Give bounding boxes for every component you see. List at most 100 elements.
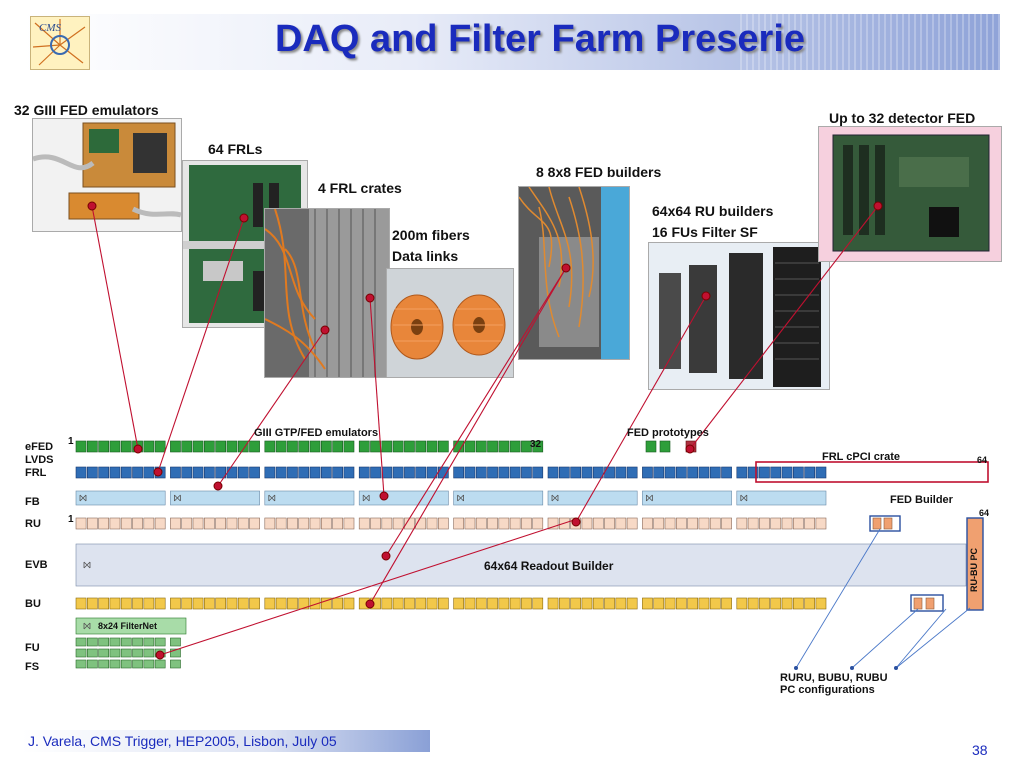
fb-switch-icon	[457, 494, 464, 502]
efed-cell	[426, 440, 438, 453]
link-dot	[701, 291, 711, 301]
ru-cell	[120, 517, 132, 530]
ru-cell	[309, 517, 321, 530]
config-pointer-dot	[850, 666, 854, 670]
bu-cell	[664, 597, 676, 610]
row-label-fs: FS	[25, 661, 40, 673]
frl-cell	[558, 466, 570, 479]
efed-cell	[87, 440, 98, 453]
frl-cell	[249, 466, 260, 479]
efed-cell	[226, 440, 238, 453]
ru-cell	[392, 517, 404, 530]
fu-cell	[120, 659, 132, 669]
efed-cell	[475, 440, 487, 453]
efed-cell	[264, 440, 276, 453]
fed-proto-cell	[659, 440, 671, 453]
readout-builder-label: 64x64 Readout Builder	[484, 559, 614, 573]
fb-switch-icon	[174, 494, 181, 502]
ru-cell	[87, 517, 98, 530]
frl-cell	[687, 466, 698, 479]
ru-cell	[781, 517, 793, 530]
fu-cell	[154, 659, 166, 669]
ru-cell	[320, 517, 332, 530]
bu-cell	[154, 597, 166, 610]
ru-cell	[626, 517, 638, 530]
bu-cell	[687, 597, 698, 610]
frl-cell	[426, 466, 438, 479]
fu-cell	[143, 648, 155, 658]
frl-cell	[521, 466, 532, 479]
bu-cell	[170, 597, 181, 610]
link-line	[157, 217, 245, 473]
ru-cell	[275, 517, 287, 530]
config-pointer-line	[895, 608, 947, 669]
link-dot	[320, 325, 330, 335]
ru-cell	[675, 517, 687, 530]
frl-cell	[170, 466, 181, 479]
link-dot	[365, 599, 375, 609]
frl-cpci-crate	[755, 461, 989, 483]
bu-cell	[237, 597, 249, 610]
bu-cell	[792, 597, 804, 610]
ru-cell	[453, 517, 465, 530]
bu-cell	[215, 597, 227, 610]
label-fed-builders: 8 8x8 FED builders	[536, 164, 662, 180]
efed-cell	[404, 440, 415, 453]
link-line	[369, 297, 385, 497]
ru-cell	[770, 517, 782, 530]
frl-cell	[392, 466, 404, 479]
efed-cell	[287, 440, 298, 453]
bu-cell	[487, 597, 498, 610]
fu-cell	[170, 637, 181, 647]
ru-cell	[75, 517, 87, 530]
fu-cell	[98, 637, 109, 647]
bu-cell	[181, 597, 193, 610]
frl-cell	[320, 466, 332, 479]
row-label-fb: FB	[25, 496, 40, 508]
fu-cell	[98, 648, 109, 658]
fb-box	[75, 490, 166, 506]
frl-cell	[653, 466, 665, 479]
ru-cell	[98, 517, 109, 530]
frl-cell	[132, 466, 143, 479]
bu-cell	[747, 597, 759, 610]
ru-cell	[487, 517, 498, 530]
fb-switch-icon	[79, 494, 87, 502]
frl-cell	[509, 466, 521, 479]
efed-cell	[332, 440, 344, 453]
rubu-pc-box	[966, 517, 984, 611]
fu-cell	[143, 637, 155, 647]
label-fibers: 200m fibers	[392, 227, 470, 243]
photo-detector-fed	[818, 126, 1002, 262]
ru-cell	[249, 517, 260, 530]
bu-highlight-cell	[925, 597, 935, 610]
efed-cell	[120, 440, 132, 453]
frl-cell	[109, 466, 121, 479]
bu-cell	[604, 597, 615, 610]
link-dot	[685, 444, 695, 454]
ru-cell	[604, 517, 615, 530]
frl-cell	[615, 466, 627, 479]
filternet-label: 8x24 FilterNet	[98, 621, 158, 631]
frl-cell	[581, 466, 593, 479]
ru-cell	[298, 517, 310, 530]
fu-cell	[120, 637, 132, 647]
ru-cell	[547, 517, 559, 530]
bu-cell	[98, 597, 109, 610]
frl-cell	[264, 466, 276, 479]
link-dot	[571, 517, 581, 527]
fu-cell	[143, 659, 155, 669]
bu-cell	[453, 597, 465, 610]
efed-cell	[521, 440, 532, 453]
bu-cell	[109, 597, 121, 610]
bu-cell	[437, 597, 449, 610]
fu-cell	[75, 659, 87, 669]
fb-box	[170, 490, 260, 506]
efed-cell	[98, 440, 109, 453]
ru-highlight-cell	[883, 517, 893, 530]
efed-cell	[487, 440, 498, 453]
fu-cell	[120, 648, 132, 658]
ru-cell	[192, 517, 204, 530]
frl-cell	[464, 466, 476, 479]
frl-cell	[759, 466, 770, 479]
